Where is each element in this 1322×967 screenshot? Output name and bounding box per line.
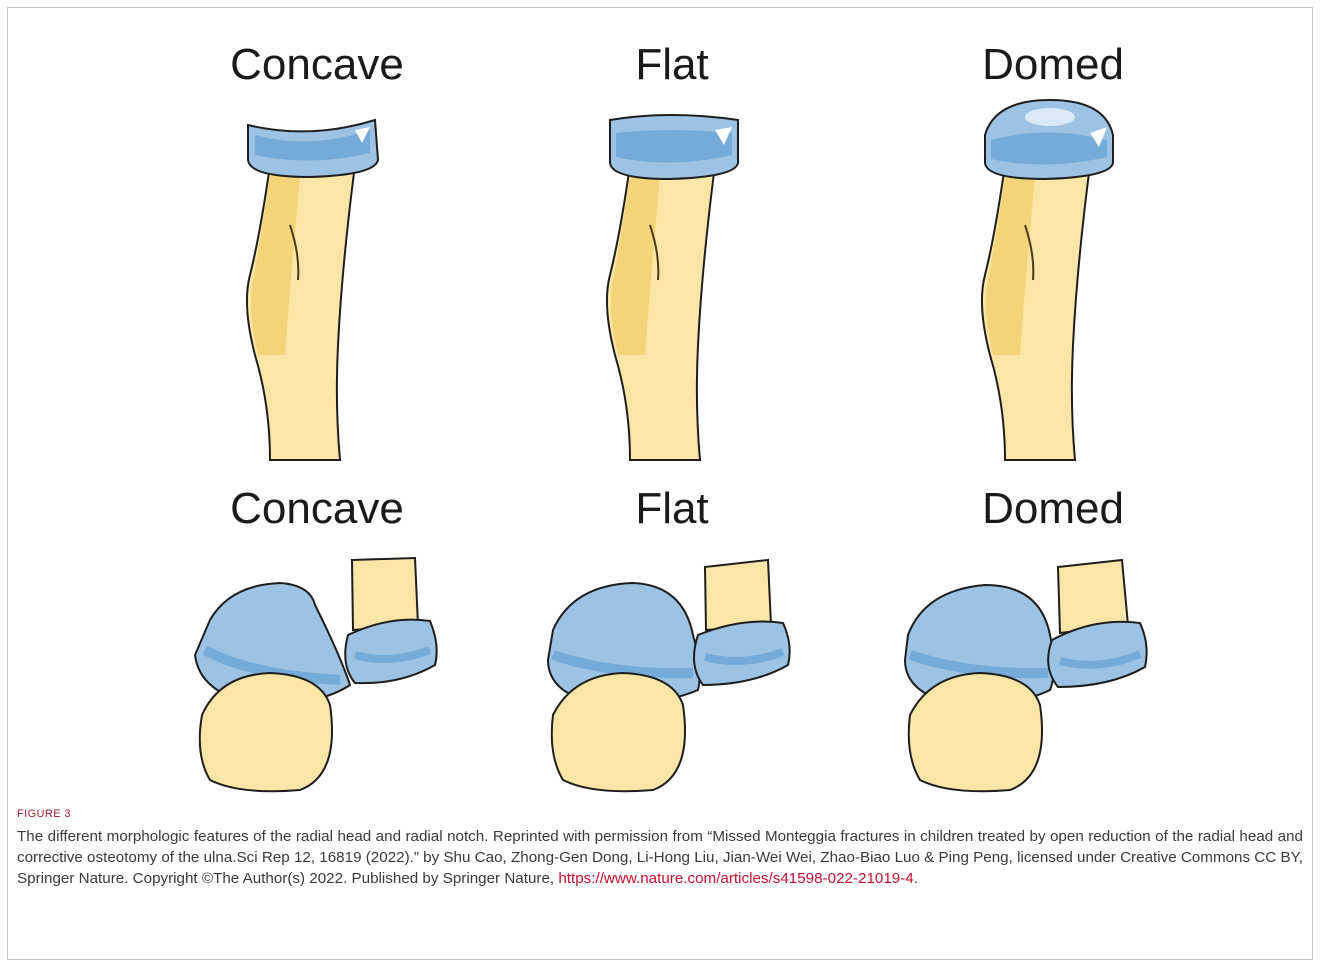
radial-notch-concave-illustration (190, 555, 450, 800)
radius-flat-illustration (590, 105, 750, 465)
label-bottom-concave: Concave (167, 484, 467, 534)
radial-notch-domed-illustration (900, 555, 1160, 800)
label-top-concave: Concave (167, 40, 467, 90)
label-top-domed: Domed (903, 40, 1203, 90)
label-bottom-flat: Flat (522, 484, 822, 534)
radius-domed-illustration (965, 95, 1125, 465)
radius-concave-illustration (230, 105, 390, 465)
radial-notch-flat-illustration (543, 555, 803, 800)
label-top-flat: Flat (522, 40, 822, 90)
figure-label: FIGURE 3 (17, 808, 71, 820)
figure-caption: The different morphologic features of th… (17, 826, 1303, 889)
caption-end: . (914, 870, 918, 887)
label-bottom-domed: Domed (903, 484, 1203, 534)
caption-link[interactable]: https://www.nature.com/articles/s41598-0… (558, 870, 913, 887)
